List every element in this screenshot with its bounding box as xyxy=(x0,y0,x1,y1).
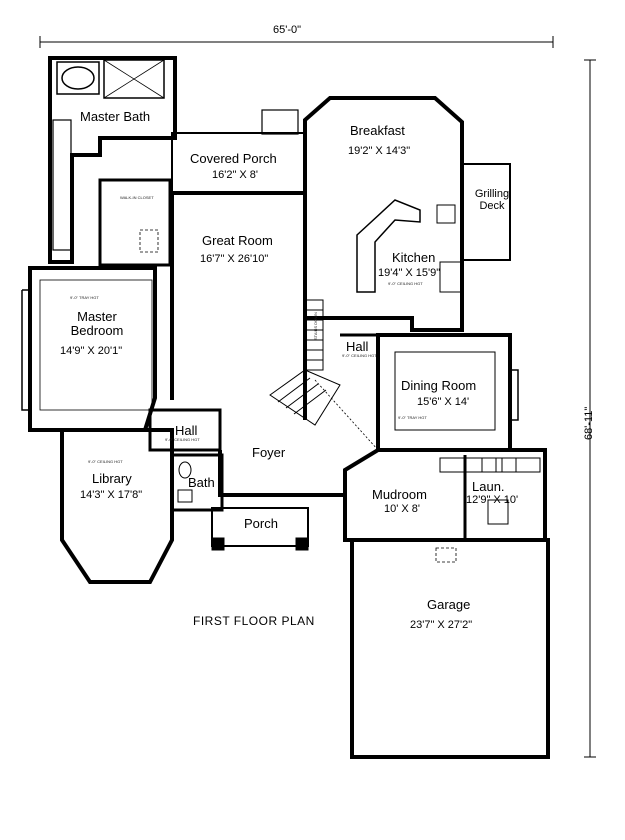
walk-in-closet-walls xyxy=(98,178,172,267)
room-label-master-bath: Master Bath xyxy=(80,109,151,124)
tub-basin xyxy=(61,66,95,90)
shower xyxy=(103,59,165,99)
staircase xyxy=(269,299,341,426)
overall-depth-dimension xyxy=(584,59,596,758)
room-label-master-bedroom: Master Bedroom xyxy=(62,309,132,339)
room-label-library: Library xyxy=(92,471,132,486)
room-label-walk-in-closet: WALK-IN CLOSET xyxy=(120,195,154,200)
room-label-porch: Porch xyxy=(244,516,278,531)
overall-width-dimension xyxy=(39,36,554,48)
grilling-deck xyxy=(461,163,511,261)
vanity xyxy=(52,119,72,251)
master-bath-walls xyxy=(48,56,177,264)
room-label-mudroom: Mudroom xyxy=(372,487,427,502)
stairs-note: STAIRS DOWN xyxy=(313,312,318,340)
garage-walls xyxy=(350,538,550,759)
ceiling-note-hall: 9'-0" CEILING HGT xyxy=(342,353,377,358)
grilling-deck-text: Grilling Deck xyxy=(474,188,510,213)
room-size-covered-porch: 16'2" X 8' xyxy=(212,169,259,181)
library-walls xyxy=(60,428,174,584)
master-bedroom-text: Master Bedroom xyxy=(70,309,124,339)
overall-depth: 68'-11" xyxy=(583,406,595,440)
kitchen-island xyxy=(356,199,421,293)
room-label-foyer: Foyer xyxy=(252,445,286,460)
overall-width: 65'-0" xyxy=(273,24,302,36)
ceiling-note-kitchen: 9'-0" CEILING HGT xyxy=(388,281,423,286)
room-size-laundry: 12'9" X 10' xyxy=(466,494,519,506)
plan-title: FIRST FLOOR PLAN xyxy=(193,614,315,628)
room-label-left-hall: Hall xyxy=(175,423,198,438)
porch-walls xyxy=(211,507,309,547)
room-size-dining-room: 15'6" X 14' xyxy=(417,396,470,408)
room-label-laundry: Laun. xyxy=(472,479,505,494)
room-label-covered-porch: Covered Porch xyxy=(190,151,277,166)
room-label-great-room: Great Room xyxy=(202,233,273,248)
room-size-mudroom: 10' X 8' xyxy=(384,503,421,515)
room-size-breakfast: 19'2" X 14'3" xyxy=(348,145,411,157)
room-label-garage: Garage xyxy=(427,597,471,612)
left-hall-walls xyxy=(148,408,222,452)
room-label-breakfast: Breakfast xyxy=(350,123,405,138)
mudroom-walls xyxy=(343,448,547,542)
room-label-center-hall: Hall xyxy=(346,339,369,354)
great-room-walls xyxy=(170,191,307,420)
ceiling-note-left-hall: 9'-0" CEILING HGT xyxy=(165,437,200,442)
room-label-dining-room: Dining Room xyxy=(401,378,477,393)
room-size-kitchen: 19'4" X 15'9" xyxy=(378,267,441,279)
room-size-great-room: 16'7" X 26'10" xyxy=(200,253,269,265)
room-size-master-bedroom: 14'9" X 20'1" xyxy=(60,345,123,357)
room-size-library: 14'3" X 17'8" xyxy=(80,489,143,501)
room-label-kitchen: Kitchen xyxy=(392,250,436,265)
bathtub xyxy=(56,61,100,95)
room-label-grilling-deck: Grilling Deck xyxy=(472,188,512,212)
ceiling-note-bedroom: 9'-0" TRAY HGT xyxy=(70,295,99,300)
room-size-garage: 23'7" X 27'2" xyxy=(410,619,473,631)
ceiling-note-dining: 9'-0" TRAY HGT xyxy=(398,415,427,420)
ceiling-note-library: 9'-0" CEILING HGT xyxy=(88,459,123,464)
room-label-bath: Bath xyxy=(188,475,215,490)
